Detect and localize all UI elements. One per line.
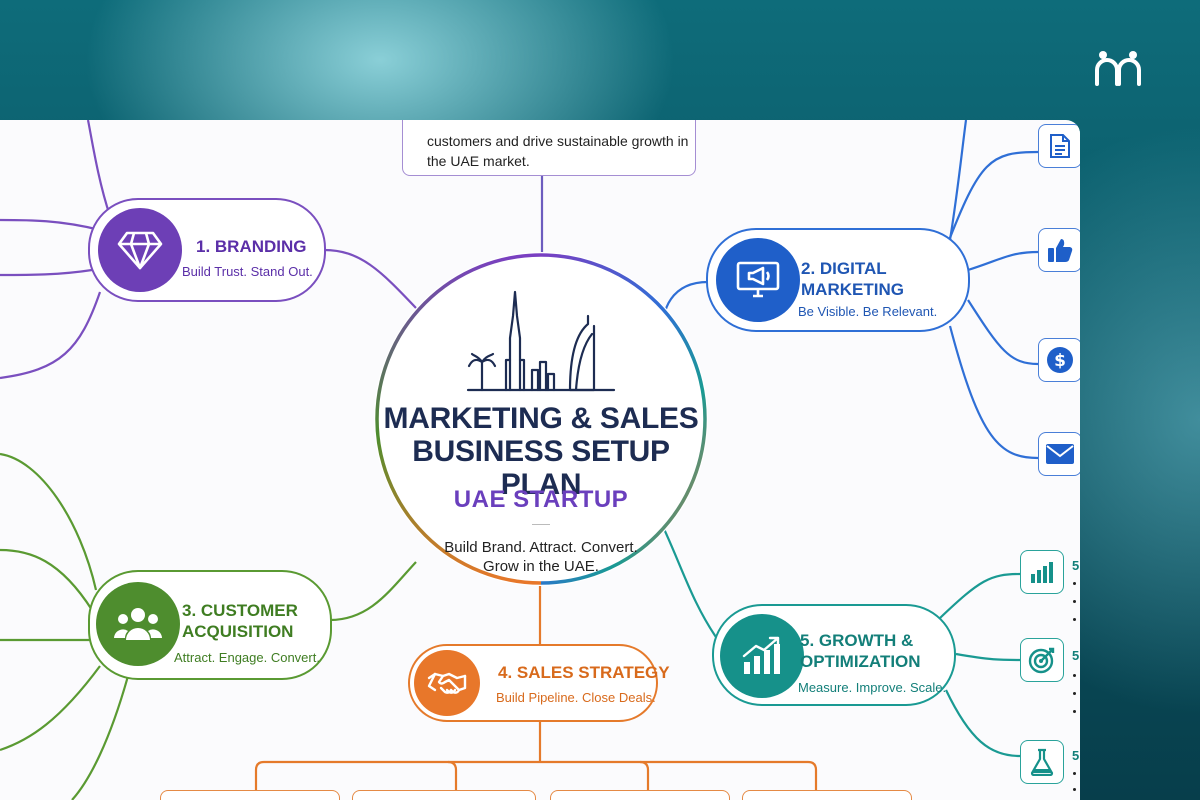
- people-group-icon: [96, 582, 180, 666]
- branch-title-line-1: 3. CUSTOMER: [182, 601, 298, 620]
- branch-title-line-2: ACQUISITION: [182, 622, 294, 641]
- growth-item-label: 5: [1072, 748, 1080, 763]
- mind-map-board: customers and drive sustainable growth i…: [0, 120, 1080, 800]
- hub-title-line-1: MARKETING & SALES: [383, 402, 699, 435]
- bullet-dot: [1073, 600, 1076, 603]
- svg-text:$: $: [1054, 351, 1066, 371]
- branch-title-line-2: OPTIMIZATION: [800, 652, 921, 671]
- branch-sales-strategy[interactable]: 4. SALES STRATEGY Build Pipeline. Close …: [408, 644, 670, 722]
- branch-subtitle: Build Trust. Stand Out.: [182, 264, 313, 279]
- bullet-dot: [1073, 788, 1076, 791]
- branch-title-line-2: MARKETING: [801, 280, 904, 299]
- branch-title: 1. BRANDING: [196, 237, 307, 256]
- plan-description-box: customers and drive sustainable growth i…: [402, 120, 696, 176]
- handshake-icon: [414, 650, 480, 716]
- bar-chart-icon[interactable]: [1020, 550, 1064, 594]
- branch-growth-optimization[interactable]: 5. GROWTH & OPTIMIZATION Measure. Improv…: [712, 604, 956, 706]
- branch-subtitle: Be Visible. Be Relevant.: [798, 304, 938, 319]
- branch-customer-acquisition[interactable]: 3. CUSTOMER ACQUISITION Attract. Engage.…: [88, 570, 332, 680]
- document-icon[interactable]: [1038, 124, 1080, 168]
- brand-logo-icon: [1095, 51, 1141, 86]
- hub-tagline: UAE STARTUP: [453, 486, 629, 513]
- plan-description-text: customers and drive sustainable growth i…: [427, 133, 689, 169]
- bullet-dot: [1073, 582, 1076, 585]
- branch-title-line-1: 5. GROWTH &: [800, 631, 914, 650]
- branch-subtitle: Measure. Improve. Scale.: [798, 680, 947, 695]
- bullet-dot: [1073, 710, 1076, 713]
- branch-branding[interactable]: 1. BRANDING Build Trust. Stand Out.: [88, 198, 326, 302]
- bullet-dot: [1073, 674, 1076, 677]
- branch-digital-marketing[interactable]: 2. DIGITAL MARKETING Be Visible. Be Rele…: [706, 228, 970, 332]
- growth-chart-icon: [720, 614, 804, 698]
- diamond-icon: [98, 208, 182, 292]
- branch-subtitle: Attract. Engage. Convert.: [174, 650, 320, 665]
- branch-title: 4. SALES STRATEGY: [498, 663, 670, 682]
- connector-lines: [0, 120, 1039, 800]
- mail-icon[interactable]: [1038, 432, 1080, 476]
- central-hub: MARKETING & SALES BUSINESS SETUP PLAN UA…: [374, 252, 708, 586]
- branch-title-line-1: 2. DIGITAL: [801, 259, 887, 278]
- sales-subitem[interactable]: [352, 790, 536, 800]
- dubai-skyline-icon: [466, 290, 616, 392]
- target-icon[interactable]: [1020, 638, 1064, 682]
- hub-slogan: Build Brand. Attract. Convert. Grow in t…: [374, 538, 708, 576]
- bullet-dot: [1073, 618, 1076, 621]
- hub-divider: [532, 524, 550, 525]
- hub-slogan-line-1: Build Brand. Attract. Convert.: [444, 539, 638, 556]
- branch-title: 2. DIGITAL MARKETING: [801, 258, 904, 300]
- branch-title: 3. CUSTOMER ACQUISITION: [182, 600, 298, 642]
- hub-ring: [375, 253, 707, 585]
- branch-title: 5. GROWTH & OPTIMIZATION: [800, 630, 921, 672]
- sales-subitem[interactable]: [550, 790, 730, 800]
- monitor-megaphone-icon: [716, 238, 800, 322]
- dollar-icon[interactable]: $: [1038, 338, 1080, 382]
- hub-title-line-2: BUSINESS SETUP PLAN: [412, 435, 670, 501]
- bullet-dot: [1073, 692, 1076, 695]
- sales-subitem[interactable]: [160, 790, 340, 800]
- growth-item-label: 5: [1072, 648, 1080, 663]
- hub-title: MARKETING & SALES BUSINESS SETUP PLAN: [374, 402, 708, 501]
- branch-subtitle: Build Pipeline. Close Deals.: [496, 690, 656, 705]
- thumbs-up-icon[interactable]: [1038, 228, 1080, 272]
- hub-slogan-line-2: Grow in the UAE.: [483, 558, 599, 575]
- flask-icon[interactable]: [1020, 740, 1064, 784]
- bullet-dot: [1073, 772, 1076, 775]
- growth-item-label: 5: [1072, 558, 1080, 573]
- sales-subitem[interactable]: [742, 790, 912, 800]
